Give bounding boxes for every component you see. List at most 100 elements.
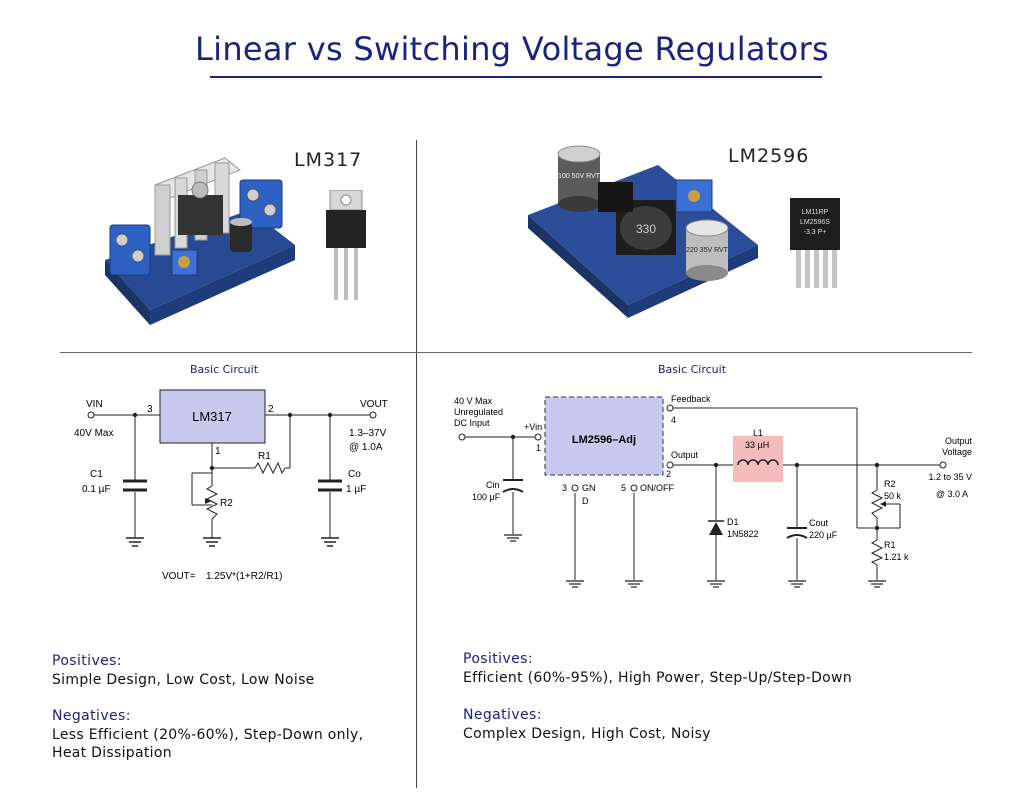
pin-3: 3: [562, 483, 567, 493]
pin-3: 3: [147, 404, 153, 415]
lm2596-negatives-title: Negatives:: [463, 707, 542, 723]
vout-range: 1.3–37V: [349, 428, 387, 439]
lm2596-schematic: LM2596–Adj 40 V Max Unregulated DC: [454, 394, 973, 588]
lm317-positives-title: Positives:: [52, 653, 122, 669]
r2-resistor: [205, 485, 219, 520]
terminal-block-left: [109, 224, 151, 276]
output-current: @ 3.0 A: [936, 489, 968, 499]
svg-text:LM2596S: LM2596S: [800, 219, 830, 226]
r2-resistor: [870, 489, 884, 519]
lm317-negatives-line1: Less Efficient (20%-60%), Step-Down only…: [52, 727, 364, 743]
co-capacitor: [318, 479, 342, 492]
lm317-ic-box: [159, 389, 266, 444]
l1-label: L1: [753, 428, 763, 438]
cin-label: Cin: [486, 480, 500, 490]
lm2596-ic-box: [544, 396, 664, 476]
l1-value: 33 µH: [745, 440, 769, 450]
r1-label: R1: [884, 540, 896, 550]
svg-text:LM11RP: LM11RP: [802, 209, 829, 216]
terminal-block-right: [239, 179, 283, 229]
pin-4: 4: [671, 415, 676, 425]
input-spec-2: Unregulated: [454, 407, 503, 417]
capacitor-right: 220 35V RVT: [685, 219, 729, 281]
capacitor-left: 100 50V RVT: [557, 145, 601, 212]
lm2596-positives-title: Positives:: [463, 651, 533, 667]
to263-package-image: LM11RP LM2596S -3.3 P+: [790, 198, 840, 288]
r2-label: R2: [220, 498, 233, 509]
lm317-schematic: LM317 VIN 40V Max 3 2 1 VOUT 1.3–37V @ 1…: [74, 389, 388, 582]
input-spec-3: DC Input: [454, 418, 490, 428]
pin-1: 1: [215, 446, 221, 457]
vin-label: +Vin: [524, 422, 542, 432]
pin-2: 2: [268, 404, 274, 415]
pin-5: 5: [621, 483, 626, 493]
d1-value: 1N5822: [727, 529, 759, 539]
lm317-negatives-title: Negatives:: [52, 708, 131, 724]
lm317-label: LM317: [294, 149, 363, 171]
cout-label: Cout: [809, 518, 829, 528]
lm2596-basic-circuit-label: Basic Circuit: [658, 363, 727, 376]
lm317-ic-label: LM317: [192, 409, 232, 424]
c1-value: 0.1 µF: [82, 484, 111, 495]
l1-inductor: [737, 459, 779, 466]
r1-resistor: [870, 539, 884, 566]
svg-text:100 50V RVT: 100 50V RVT: [558, 173, 601, 180]
page-title: Linear vs Switching Voltage Regulators: [195, 30, 829, 68]
inductor-330: 330: [616, 200, 676, 255]
cout-capacitor: [786, 527, 808, 539]
c1-capacitor: [123, 479, 147, 492]
d1-label: D1: [727, 517, 739, 527]
gnd-label-1: GN: [582, 483, 596, 493]
onoff-label: ON/OFF: [640, 483, 674, 493]
co-value: 1 µF: [346, 484, 366, 495]
r2-label: R2: [884, 479, 896, 489]
to220-package-image: [326, 190, 366, 300]
co-label: Co: [348, 469, 361, 480]
vin-spec: 40V Max: [74, 428, 113, 439]
lm317-module-image: [105, 157, 295, 325]
svg-text:330: 330: [636, 222, 656, 236]
capacitor: [230, 222, 252, 252]
output-range: 1.2 to 35 V: [928, 472, 972, 482]
lm317-basic-circuit-label: Basic Circuit: [190, 363, 259, 376]
cout-value: 220 µF: [809, 530, 838, 540]
output-voltage-label-1: Output: [945, 436, 973, 446]
lm2596-ic-label: LM2596–Adj: [572, 434, 636, 446]
title-underline: [210, 76, 822, 78]
d1-diode: [708, 520, 724, 535]
heatsink: [154, 157, 241, 256]
r1-value: 1.21 k: [884, 552, 909, 562]
ground-symbols: [126, 537, 339, 547]
lm2596-label: LM2596: [728, 145, 810, 167]
feedback-label: Feedback: [671, 394, 711, 404]
cin-value: 100 µF: [472, 492, 501, 502]
pin-2: 2: [666, 469, 671, 479]
formula-lhs: VOUT=: [162, 571, 196, 582]
lm2596-module-image: 100 50V RVT 330 220 35V RVT: [528, 145, 758, 318]
vertical-divider: [416, 140, 417, 788]
gnd-label-2: D: [582, 496, 589, 506]
input-spec-1: 40 V Max: [454, 396, 493, 406]
vout-label: VOUT: [360, 399, 388, 410]
r1-resistor: [254, 461, 286, 475]
lm317-positives-text: Simple Design, Low Cost, Low Noise: [52, 672, 315, 688]
r2-value: 50 k: [884, 491, 902, 501]
output-voltage-label-2: Voltage: [942, 447, 972, 457]
lm317-negatives-line2: Heat Dissipation: [52, 745, 172, 761]
regulator-ic: [598, 182, 633, 212]
cin-capacitor: [502, 479, 524, 493]
ground-symbols: [504, 534, 886, 588]
r1-label: R1: [258, 451, 271, 462]
pin-1: 1: [536, 443, 541, 453]
c1-label: C1: [90, 469, 103, 480]
formula-rhs: 1.25V*(1+R2/R1): [206, 571, 282, 582]
vin-label: VIN: [86, 399, 103, 410]
inductor-highlight: [733, 436, 783, 482]
output-pin-label: Output: [671, 450, 699, 460]
lm2596-positives-text: Efficient (60%-95%), High Power, Step-Up…: [463, 670, 852, 686]
svg-text:220 35V RVT: 220 35V RVT: [686, 247, 729, 254]
svg-text:-3.3 P+: -3.3 P+: [804, 229, 827, 236]
lm2596-negatives-text: Complex Design, High Cost, Noisy: [463, 726, 711, 742]
horizontal-divider: [60, 352, 972, 353]
vout-current: @ 1.0A: [349, 442, 383, 453]
